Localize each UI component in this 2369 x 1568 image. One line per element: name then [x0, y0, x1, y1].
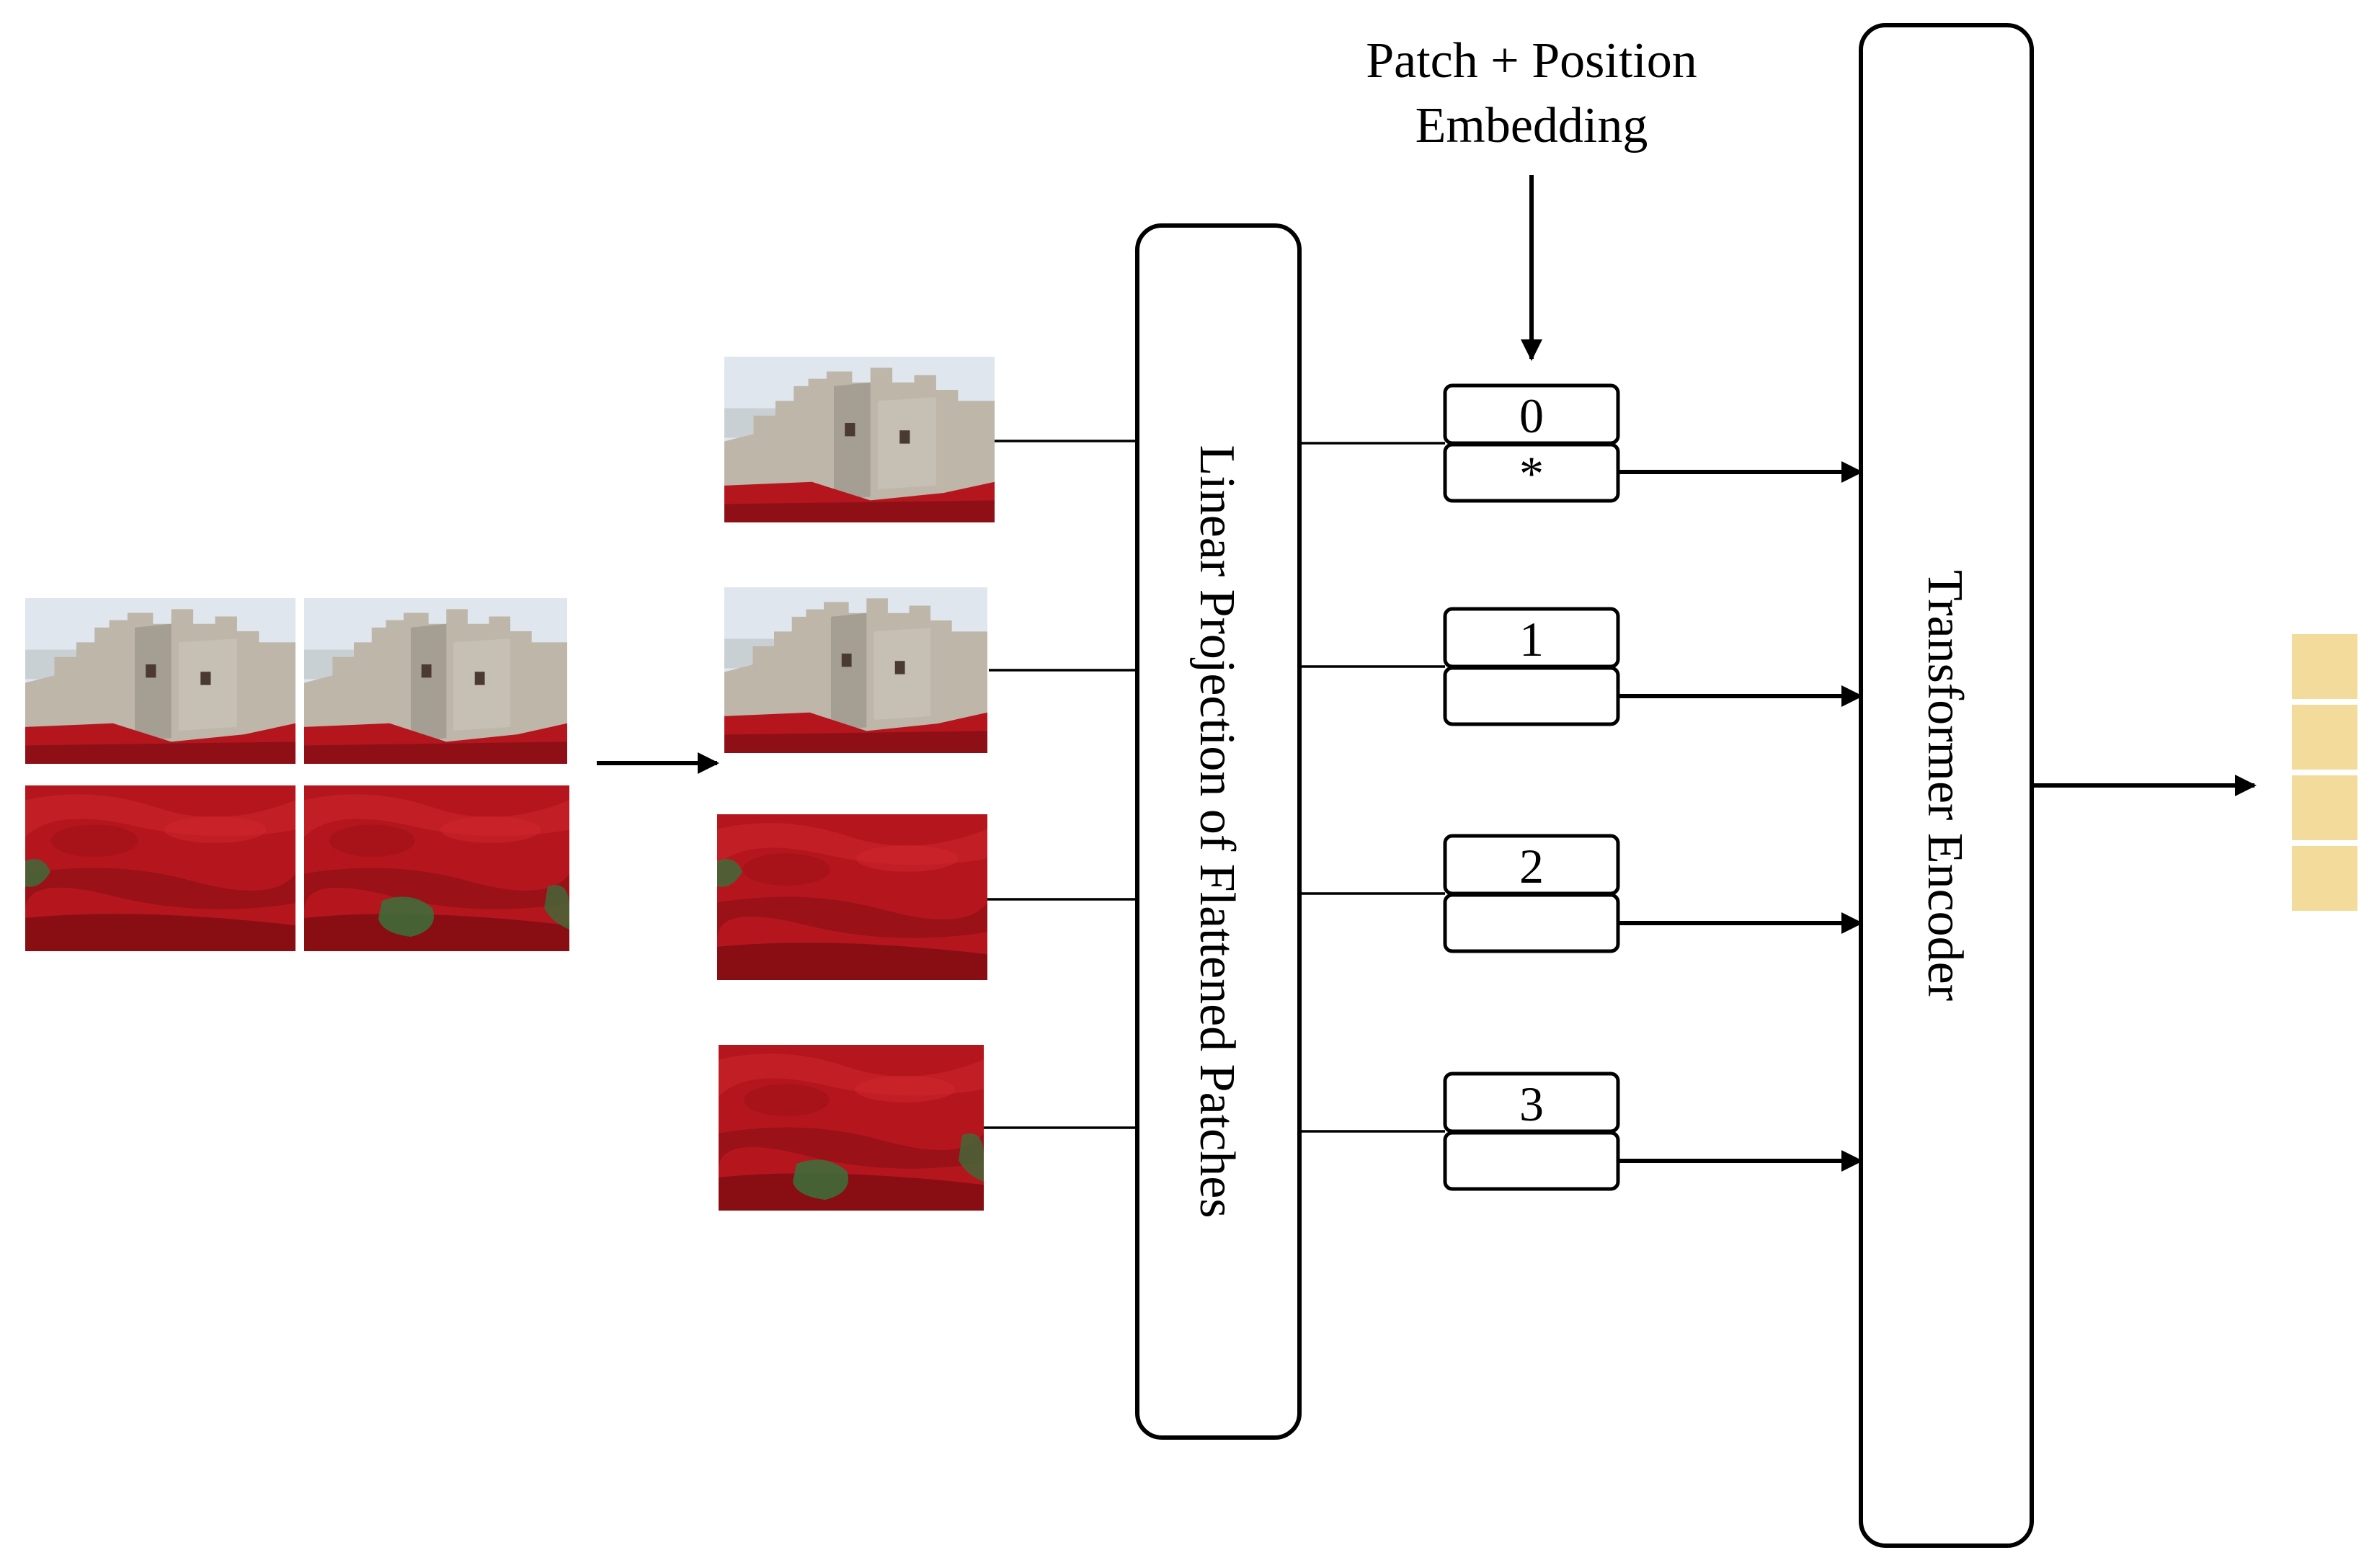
linear-projection-label: Linear Projection of Flattened Patches [1189, 445, 1245, 1218]
patch-1-thumbnail [724, 587, 987, 753]
embedding-box-2 [1443, 893, 1620, 953]
position-label-3: 3 [1519, 1077, 1544, 1131]
token-1: 1 [1443, 607, 1620, 726]
patch-0-thumbnail [724, 357, 995, 522]
embedding-title-line2: Embedding [1415, 98, 1648, 153]
input-patch-top-left [25, 598, 295, 764]
linear-projection-block: Linear Projection of Flattened Patches [1135, 223, 1302, 1440]
projection-to-token-lines [1299, 442, 1445, 1133]
token-2: 2 [1443, 834, 1620, 953]
embedding-box-3 [1443, 1131, 1620, 1191]
transformer-encoder-label: Transformer Encoder [1917, 570, 1973, 1001]
output-cell-2 [2289, 772, 2360, 843]
token-3: 3 [1443, 1072, 1620, 1191]
input-image [25, 598, 569, 951]
token-to-encoder-arrows [1618, 461, 1863, 1172]
transformer-encoder-block: Transformer Encoder [1859, 23, 2034, 1548]
output-cell-3 [2289, 843, 2360, 914]
token-0: 0 * [1443, 383, 1620, 503]
input-patch-bottom-right [304, 785, 569, 951]
class-token-label: * [1519, 446, 1544, 501]
input-patch-top-right [304, 598, 567, 764]
position-label-1: 1 [1519, 612, 1544, 667]
output-cell-1 [2289, 702, 2360, 772]
embedding-title-line1: Patch + Position [1366, 33, 1697, 89]
patch-3-thumbnail [719, 1045, 984, 1211]
embedding-label: Patch + Position Embedding [1366, 33, 1697, 153]
output-vector [2289, 631, 2360, 914]
position-label-0: 0 [1519, 388, 1544, 443]
patch-sequence [717, 357, 995, 1211]
input-patch-bottom-left [25, 785, 295, 951]
position-label-2: 2 [1519, 839, 1544, 894]
output-cell-0 [2289, 631, 2360, 702]
patch-2-thumbnail [717, 814, 987, 980]
embedding-box-1 [1443, 666, 1620, 726]
patch-to-projection-lines [984, 440, 1137, 1129]
